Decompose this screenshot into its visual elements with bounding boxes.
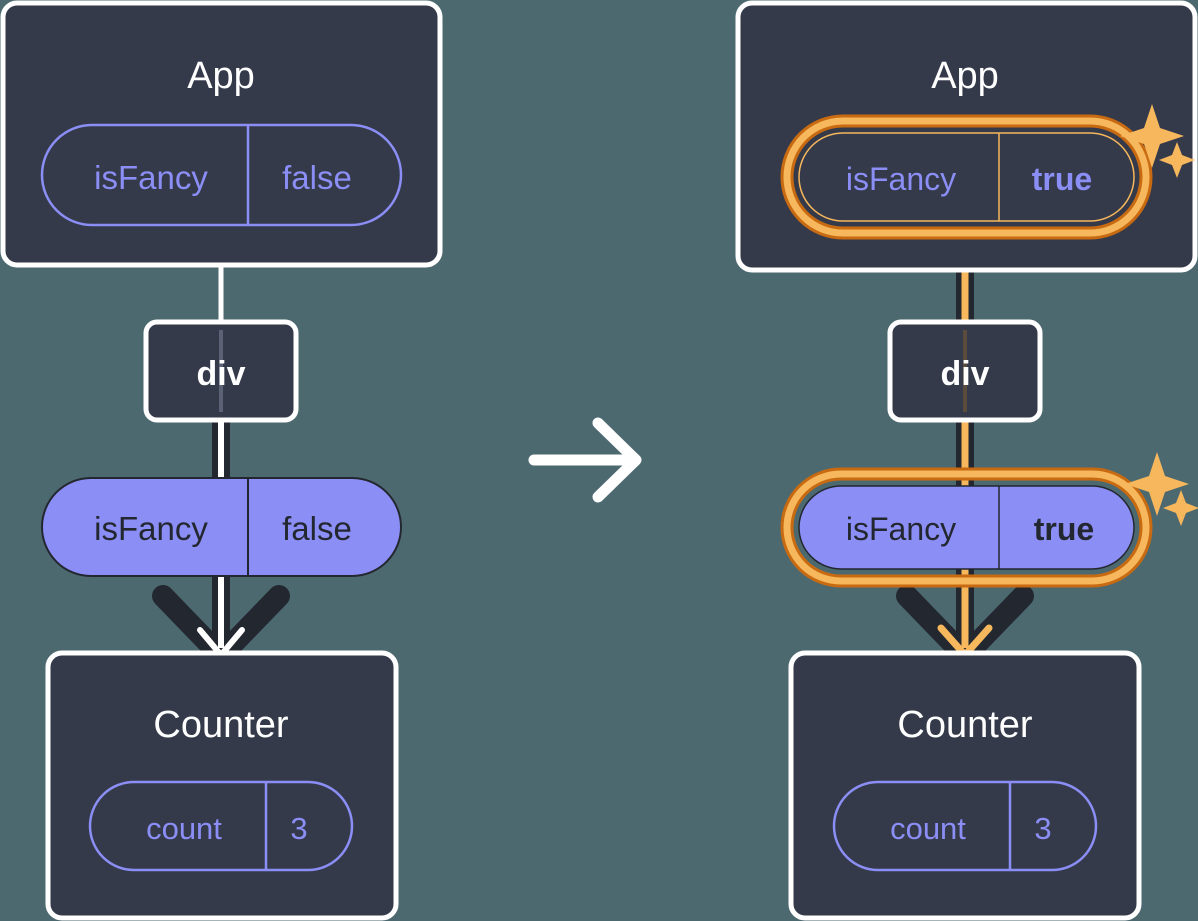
pill-counter-state-left[interactable] [88, 780, 354, 872]
node-div-right-label: div [940, 355, 989, 393]
pill-counter-state-left-value: 3 [290, 811, 307, 846]
node-counter-left-label: Counter [153, 704, 289, 746]
pill-prop-right[interactable] [798, 485, 1135, 570]
pill-app-prop-left-name: isFancy [94, 159, 208, 196]
pill-app-prop-right-value: true [1032, 161, 1092, 197]
highlight-ring-prop-right-inner [783, 470, 1150, 585]
node-app-left-label: App [187, 55, 255, 97]
node-counter-left[interactable] [45, 650, 399, 921]
node-app-left[interactable] [0, 0, 443, 268]
highlight-ring-app-prop-right-inner [783, 117, 1150, 237]
pill-app-prop-right-name: isFancy [846, 161, 956, 197]
pill-app-prop-left[interactable] [40, 123, 403, 227]
pill-app-prop-left-value: false [282, 159, 352, 196]
pill-prop-right-value: true [1034, 511, 1094, 547]
node-counter-right[interactable] [788, 650, 1142, 921]
right-arrow-icon [528, 417, 642, 503]
pill-counter-state-right[interactable] [832, 780, 1098, 872]
pill-prop-left-name: isFancy [94, 510, 208, 547]
pill-counter-state-right-value: 3 [1034, 811, 1051, 846]
sparkle-tree-prop-icon [1125, 452, 1198, 526]
sparkle-app-prop-icon [1120, 104, 1195, 178]
pill-prop-right-name: isFancy [846, 511, 956, 547]
pill-prop-left[interactable] [41, 477, 402, 577]
node-div-left-label: div [196, 355, 245, 393]
pill-app-prop-right[interactable] [798, 132, 1135, 222]
pill-prop-left-value: false [282, 510, 352, 547]
node-app-right-label: App [931, 55, 999, 97]
pill-counter-state-left-name: count [146, 811, 222, 846]
node-counter-right-label: Counter [897, 704, 1033, 746]
pill-counter-state-right-name: count [890, 811, 966, 846]
